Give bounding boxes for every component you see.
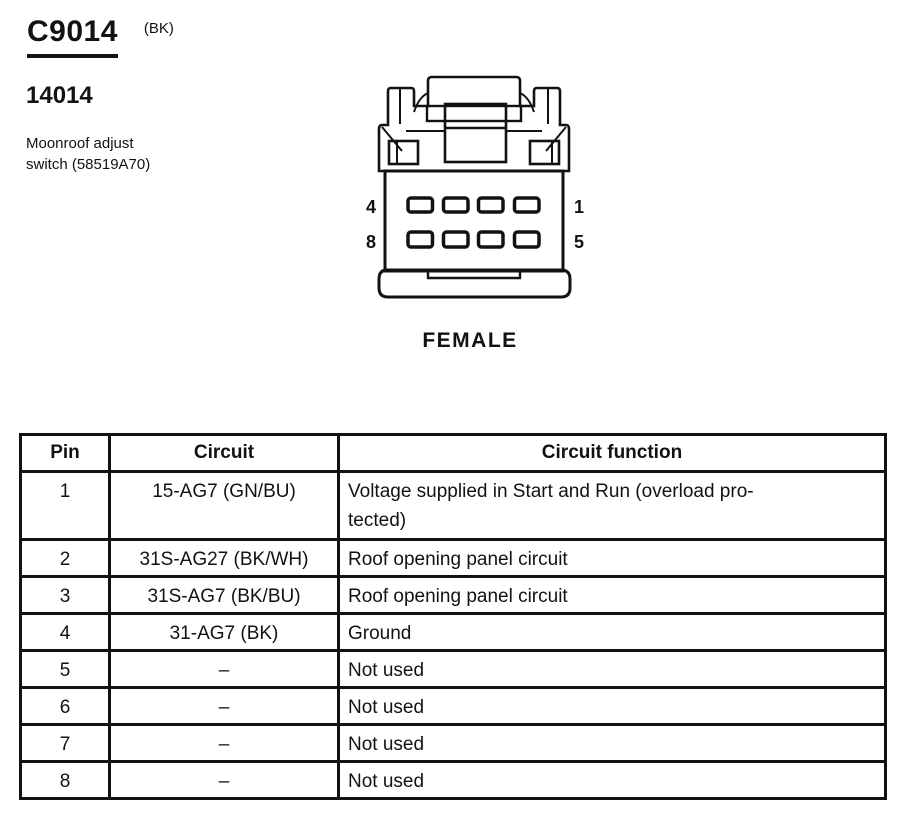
connector-diagram: 4 8 1 5 FEMALE <box>366 75 584 352</box>
pin-slot <box>476 196 505 214</box>
pin-cell: 3 <box>19 575 111 615</box>
pin-cell: 6 <box>19 686 111 726</box>
connector-body <box>383 169 565 273</box>
function-cell: Ground <box>337 612 887 652</box>
table-row: 5 – Not used <box>19 649 887 689</box>
circuit-cell: 31S-AG7 (BK/BU) <box>108 575 340 615</box>
pin-cell: 7 <box>19 723 111 763</box>
side-cavity-left <box>387 139 420 166</box>
pinout-table: Pin Circuit Circuit function 1 15-AG7 (G… <box>19 433 887 800</box>
pin-label-1: 1 <box>574 197 584 217</box>
pin-slot <box>512 196 541 214</box>
function-cell: Not used <box>337 686 887 726</box>
component-description: Moonroof adjust switch (58519A70) <box>26 135 151 173</box>
pin-label-5: 5 <box>574 232 584 252</box>
table-row: 2 31S-AG27 (BK/WH) Roof opening panel ci… <box>19 538 887 578</box>
col-header-circuit: Circuit <box>108 433 340 473</box>
pin-slot <box>512 230 541 249</box>
col-header-circuit-function: Circuit function <box>337 433 887 473</box>
table-row: 6 – Not used <box>19 686 887 726</box>
connector-color-code: (BK) <box>143 20 174 37</box>
table-row: 4 31-AG7 (BK) Ground <box>19 612 887 652</box>
corner-diagonal-right <box>545 126 567 152</box>
side-cavity-right <box>528 139 561 166</box>
function-cell: Not used <box>337 760 887 800</box>
table-row: 8 – Not used <box>19 760 887 800</box>
pin-slot <box>441 196 470 214</box>
pin-cell: 8 <box>19 760 111 800</box>
ear-curve-left <box>413 92 429 113</box>
pin-cell: 4 <box>19 612 111 652</box>
pin-slot <box>441 230 470 249</box>
pin-cell: 2 <box>19 538 111 578</box>
table-header-row: Pin Circuit Circuit function <box>19 433 887 473</box>
circuit-cell: 15-AG7 (GN/BU) <box>108 470 340 541</box>
table-row: 7 – Not used <box>19 723 887 763</box>
flange-notch <box>426 271 522 280</box>
circuit-cell: – <box>108 649 340 689</box>
part-number: 14014 <box>26 82 93 109</box>
circuit-cell: – <box>108 723 340 763</box>
gender-label: FEMALE <box>422 329 517 352</box>
function-cell: Not used <box>337 649 887 689</box>
latch-block <box>443 102 508 164</box>
circuit-cell: – <box>108 760 340 800</box>
function-cell: Roof opening panel circuit <box>337 538 887 578</box>
circuit-cell: 31-AG7 (BK) <box>108 612 340 652</box>
table-row: 1 15-AG7 (GN/BU) Voltage supplied in Sta… <box>19 470 887 541</box>
table-row: 3 31S-AG7 (BK/BU) Roof opening panel cir… <box>19 575 887 615</box>
circuit-cell: – <box>108 686 340 726</box>
connector-id: C9014 <box>27 16 118 58</box>
function-cell: Roof opening panel circuit <box>337 575 887 615</box>
col-header-pin: Pin <box>19 433 111 473</box>
pin-label-4: 4 <box>366 197 376 217</box>
connector-housing-outline <box>377 75 571 173</box>
pin-cell: 1 <box>19 470 111 541</box>
function-cell: Voltage supplied in Start and Run (overl… <box>337 470 887 541</box>
latch-band <box>425 104 523 123</box>
page-header: C9014 (BK) <box>27 16 174 58</box>
function-cell: Not used <box>337 723 887 763</box>
connector-flange <box>377 268 572 299</box>
pin-slot <box>476 230 505 249</box>
pin-slot <box>406 230 435 249</box>
pin-label-8: 8 <box>366 232 376 252</box>
corner-diagonal-left <box>381 126 403 152</box>
circuit-cell: 31S-AG27 (BK/WH) <box>108 538 340 578</box>
pin-cell: 5 <box>19 649 111 689</box>
ear-curve-right <box>519 92 535 113</box>
pin-slot <box>406 196 435 214</box>
